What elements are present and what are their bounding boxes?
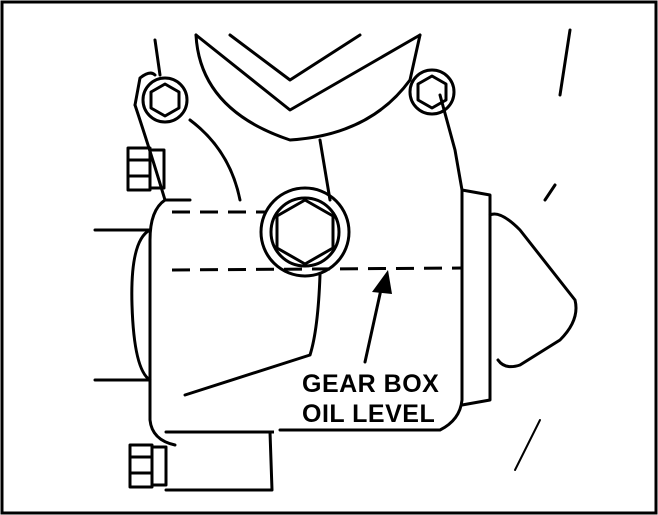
label-gear-box: GEAR BOX	[302, 370, 439, 398]
bolt-side-upper	[126, 146, 166, 192]
upper-pulley	[133, 33, 422, 142]
oil-level-arrow	[363, 270, 392, 364]
bolt-top-left	[141, 76, 189, 124]
bolt-top-right	[408, 68, 456, 116]
oil-level-plug	[259, 186, 351, 278]
gearbox-housing	[133, 28, 578, 447]
label-oil-level: OIL LEVEL	[302, 400, 435, 428]
hidden-lines	[171, 210, 463, 434]
right-shaft	[514, 419, 541, 471]
bolt-side-lower	[128, 430, 274, 492]
left-shaft	[93, 228, 152, 382]
